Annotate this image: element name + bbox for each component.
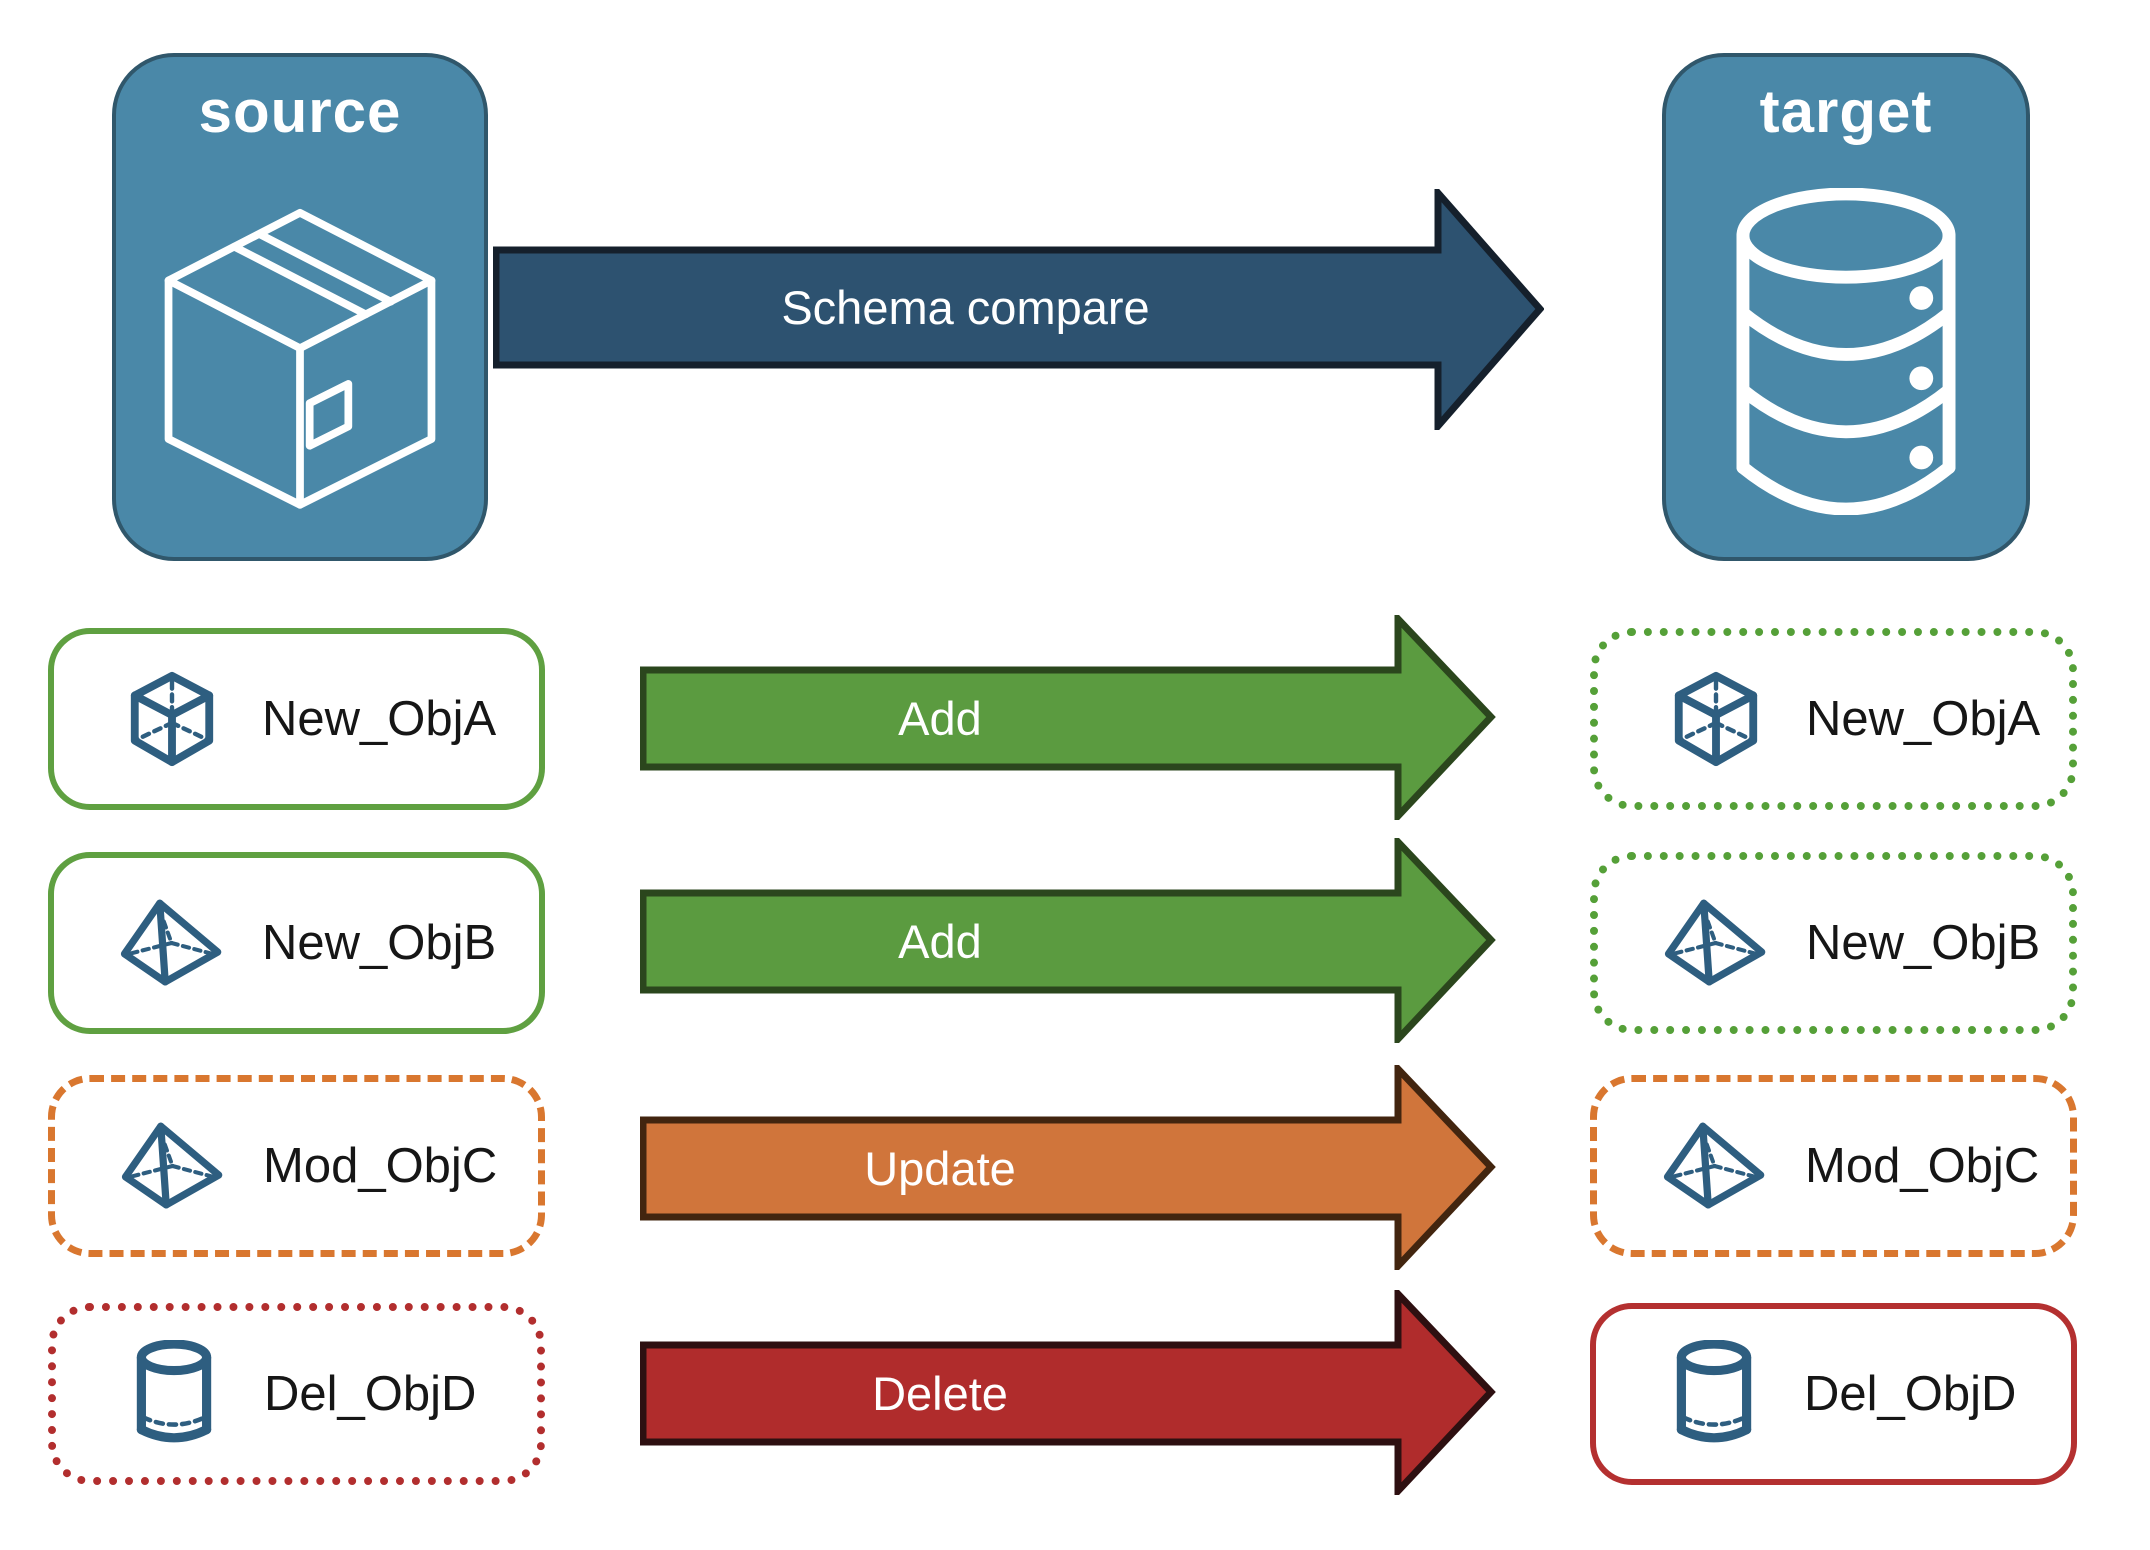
cube-icon: [120, 670, 224, 768]
target-label: target: [1759, 78, 1933, 145]
arrow-label: Add: [898, 692, 982, 745]
add-arrow-row1: Add: [640, 615, 1498, 820]
source-object-box-mod-objc: Mod_ObjC: [48, 1075, 545, 1257]
object-label: New_ObjA: [1806, 692, 2041, 746]
target-object-box-new-obja: New_ObjA: [1590, 628, 2077, 810]
object-label: Del_ObjD: [1804, 1367, 2017, 1421]
cube-icon: [1664, 670, 1768, 768]
delete-arrow: Delete: [640, 1290, 1498, 1495]
cylinder-icon: [122, 1340, 226, 1448]
add-arrow-row2: Add: [640, 838, 1498, 1043]
source-label: source: [198, 78, 402, 145]
object-label: New_ObjB: [262, 916, 497, 970]
package-box-icon: [116, 146, 484, 557]
target-object-box-del-objd: Del_ObjD: [1590, 1303, 2077, 1485]
object-label: Mod_ObjC: [263, 1139, 498, 1193]
schema-compare-arrow: Schema compare: [493, 189, 1544, 430]
arrow-label: Delete: [872, 1367, 1008, 1420]
arrow-label: Add: [898, 915, 982, 968]
object-label: Del_ObjD: [264, 1367, 477, 1421]
object-label: New_ObjB: [1806, 916, 2041, 970]
pyramid-icon: [1663, 1116, 1767, 1216]
target-object-box-new-objb: New_ObjB: [1590, 852, 2077, 1034]
target-object-box-mod-objc: Mod_ObjC: [1590, 1075, 2077, 1257]
pyramid-icon: [1664, 893, 1768, 993]
update-arrow: Update: [640, 1065, 1498, 1270]
object-label: New_ObjA: [262, 692, 497, 746]
schema-compare-label: Schema compare: [781, 281, 1150, 334]
cylinder-icon: [1662, 1340, 1766, 1448]
source-object-box-new-objb: New_ObjB: [48, 852, 545, 1034]
source-object-box-new-obja: New_ObjA: [48, 628, 545, 810]
source-node: source: [112, 53, 488, 561]
source-object-box-del-objd: Del_ObjD: [48, 1303, 545, 1485]
object-label: Mod_ObjC: [1805, 1139, 2040, 1193]
pyramid-icon: [120, 893, 224, 993]
arrow-label: Update: [864, 1142, 1016, 1195]
database-icon: [1666, 146, 2026, 557]
pyramid-icon: [121, 1116, 225, 1216]
target-node: target: [1662, 53, 2030, 561]
